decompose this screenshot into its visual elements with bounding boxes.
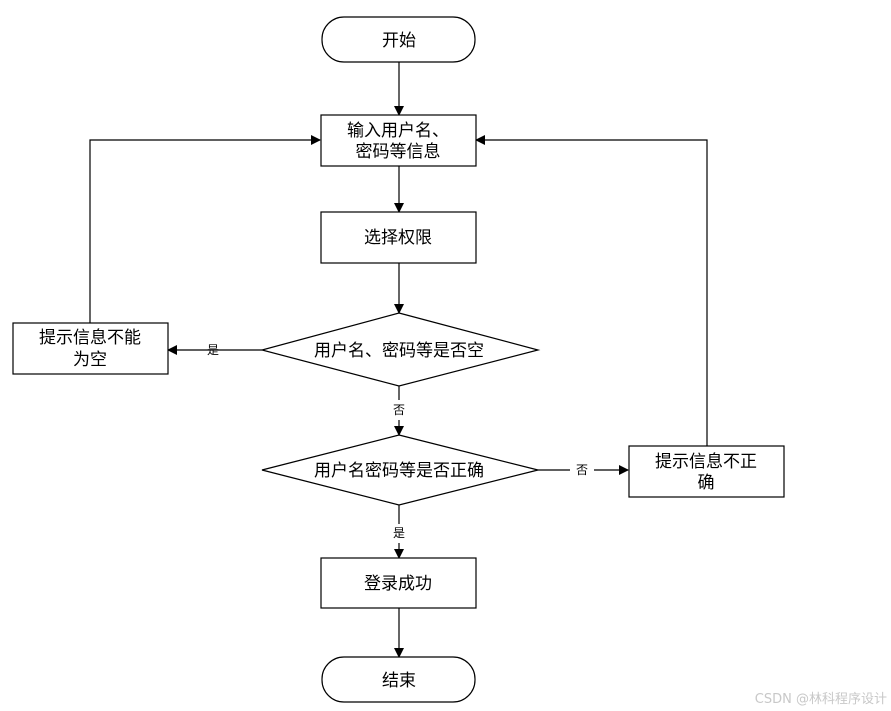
start-terminal	[321, 16, 476, 63]
msg-empty-label-line1: 提示信息不能	[39, 328, 141, 348]
input-box	[320, 114, 477, 167]
check-empty-label: 用户名、密码等是否空	[314, 341, 484, 361]
msg-empty-label-line2: 为空	[73, 350, 107, 370]
edge-label-empty-yes: 是	[207, 343, 219, 357]
start-label: 开始	[382, 31, 416, 51]
edge-labels: 是 否 否 是	[207, 343, 588, 540]
select-box	[320, 211, 477, 264]
shapes	[12, 16, 785, 703]
msg-wrong-label-line1: 提示信息不正	[655, 452, 757, 472]
check-correct-label: 用户名密码等是否正确	[314, 461, 484, 481]
success-label: 登录成功	[364, 574, 432, 594]
check-correct-decision	[261, 434, 539, 506]
msg-empty-box	[12, 322, 169, 375]
select-label: 选择权限	[364, 228, 432, 248]
edge-msg-wrong-back	[475, 135, 708, 446]
edge-label-empty-no: 否	[393, 403, 405, 417]
input-label-line2: 密码等信息	[356, 142, 441, 162]
end-label: 结束	[382, 671, 416, 691]
connectors	[89, 62, 708, 658]
end-terminal	[321, 656, 476, 703]
edge-msg-empty-back	[89, 135, 321, 323]
success-box	[320, 557, 477, 609]
input-label-line1: 输入用户名、	[347, 121, 449, 141]
check-empty-decision	[259, 312, 541, 387]
msg-wrong-box	[628, 445, 785, 498]
edge-label-correct-yes: 是	[393, 526, 405, 540]
watermark: CSDN @林科程序设计	[754, 692, 887, 707]
node-labels: 开始 输入用户名、 密码等信息 选择权限 用户名、密码等是否空 提示信息不能 为…	[39, 31, 757, 691]
edge-label-correct-no: 否	[576, 463, 588, 477]
msg-wrong-label-line2: 确	[698, 473, 715, 493]
